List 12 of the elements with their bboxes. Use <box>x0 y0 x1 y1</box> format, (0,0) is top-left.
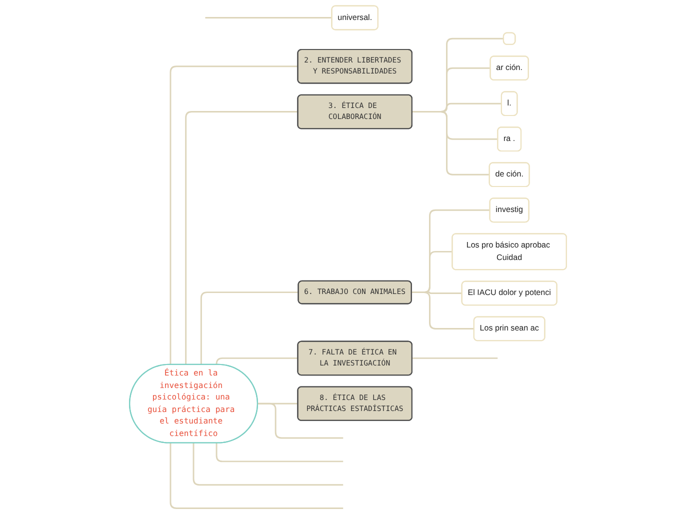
connector <box>216 357 298 365</box>
connector <box>411 292 474 330</box>
connector <box>216 442 344 462</box>
connector <box>412 357 498 359</box>
connector <box>192 442 344 486</box>
connector <box>205 17 332 18</box>
connector <box>257 402 344 439</box>
connector <box>185 111 298 364</box>
connector <box>412 111 490 176</box>
connector <box>170 66 298 364</box>
connector <box>170 442 344 510</box>
connector <box>200 292 298 364</box>
